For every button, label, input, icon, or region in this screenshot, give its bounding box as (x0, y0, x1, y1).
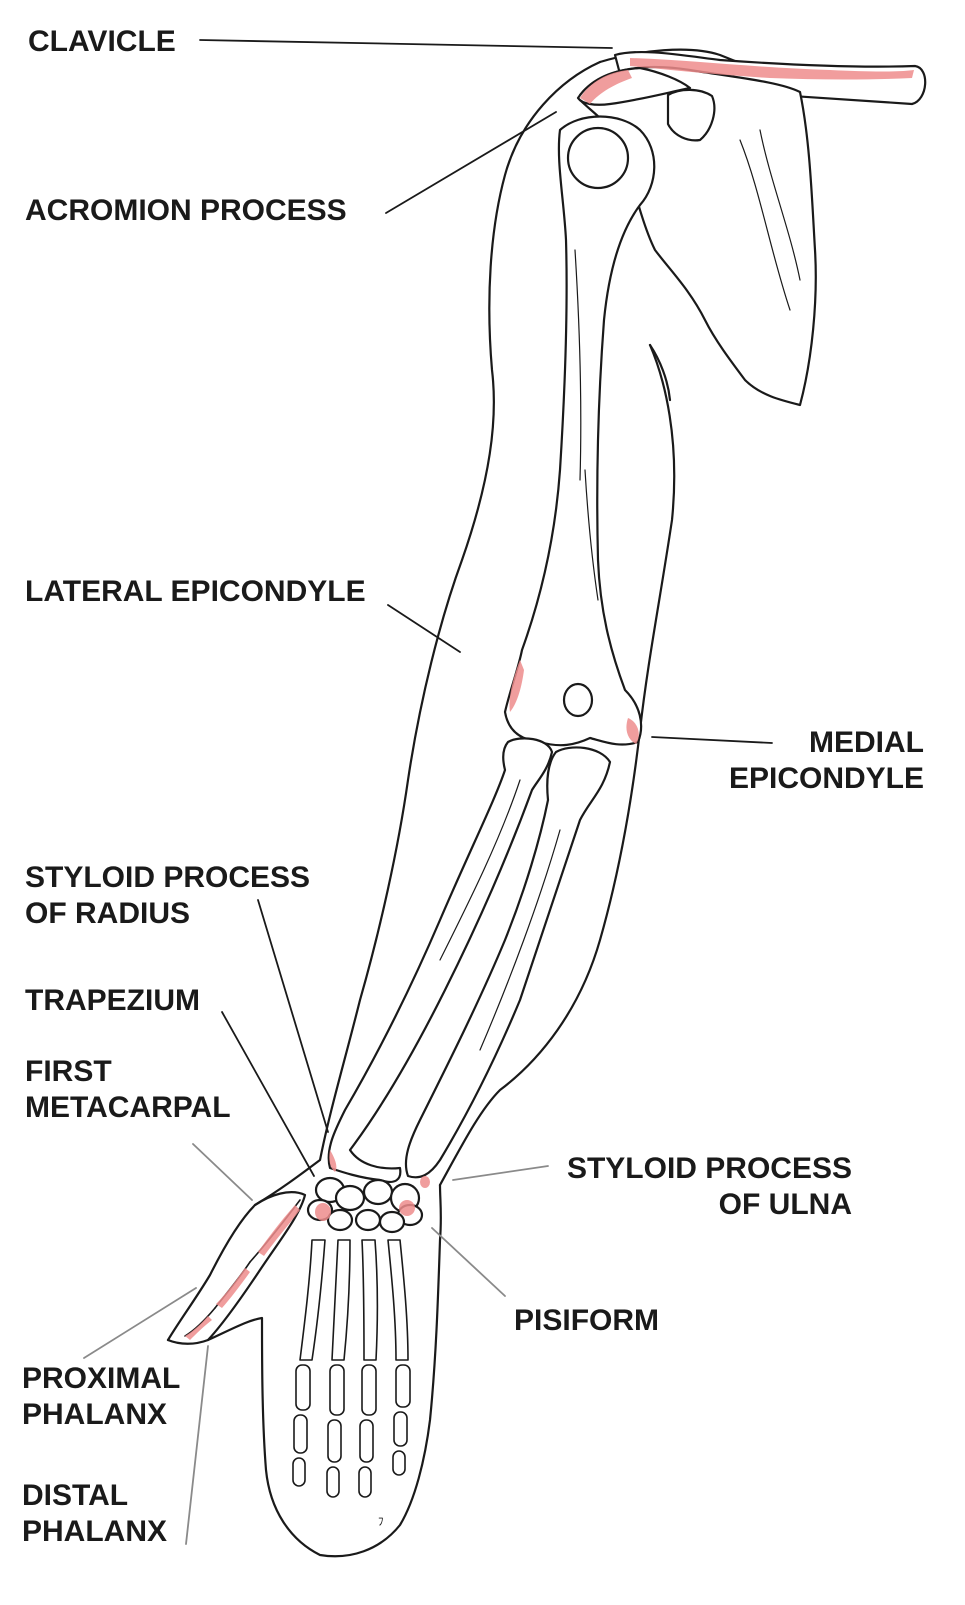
label-medial-epicondyle: MEDIAL EPICONDYLE (728, 726, 924, 795)
leader-clavicle (199, 39, 613, 49)
leader-proximal-phalanx (83, 1287, 197, 1359)
label-distal-phalanx: DISTAL PHALANX (22, 1479, 168, 1548)
styloid-ulna-highlight (420, 1176, 430, 1188)
acromion-highlight (580, 70, 632, 104)
humerus-bone (503, 115, 656, 747)
hand-outline (206, 1183, 442, 1558)
pisiform-highlight (399, 1200, 415, 1216)
arm-outline-medial (438, 343, 676, 1187)
artist-mark: ﾌ (378, 1515, 384, 1528)
leader-medial-epicondyle (651, 736, 773, 744)
leader-pisiform (431, 1227, 506, 1297)
label-lateral-epicondyle: LATERAL EPICONDYLE (25, 575, 366, 608)
coracoid (666, 88, 716, 142)
proximal-phalanx-highlight (216, 1268, 250, 1308)
label-proximal-phalanx: PROXIMAL PHALANX (22, 1362, 181, 1431)
lateral-epicondyle-highlight (509, 660, 524, 712)
label-styloid-process-radius: STYLOID PROCESS OF RADIUS (25, 861, 311, 930)
label-first-metacarpal: FIRST METACARPAL (25, 1055, 231, 1124)
styloid-radius-highlight (329, 1150, 337, 1172)
leader-styloid-ulna (452, 1165, 549, 1181)
armpit-line (648, 343, 672, 402)
label-acromion-process: ACROMION PROCESS (25, 194, 347, 227)
thumb-outline (166, 1191, 307, 1345)
bony-landmark-highlights (185, 58, 914, 1340)
distal-phalanx-highlight (185, 1316, 212, 1340)
leader-first-metacarpal (192, 1143, 253, 1201)
leader-styloid-radius (257, 899, 329, 1133)
label-styloid-process-ulna: STYLOID PROCESS OF ULNA (566, 1152, 852, 1221)
clavicle-highlight (630, 58, 914, 80)
label-clavicle: CLAVICLE (28, 25, 176, 58)
leader-acromion (385, 111, 557, 214)
trapezium-highlight (315, 1203, 331, 1221)
ulna-bone (404, 746, 612, 1179)
leader-trapezium (221, 1011, 315, 1177)
first-metacarpal-highlight (258, 1205, 300, 1256)
label-trapezium: TRAPEZIUM (25, 984, 200, 1017)
medial-epicondyle-highlight (626, 718, 639, 744)
leader-distal-phalanx (185, 1345, 209, 1545)
leader-lateral-epicondyle (387, 604, 461, 653)
label-pisiform: PISIFORM (514, 1304, 660, 1337)
